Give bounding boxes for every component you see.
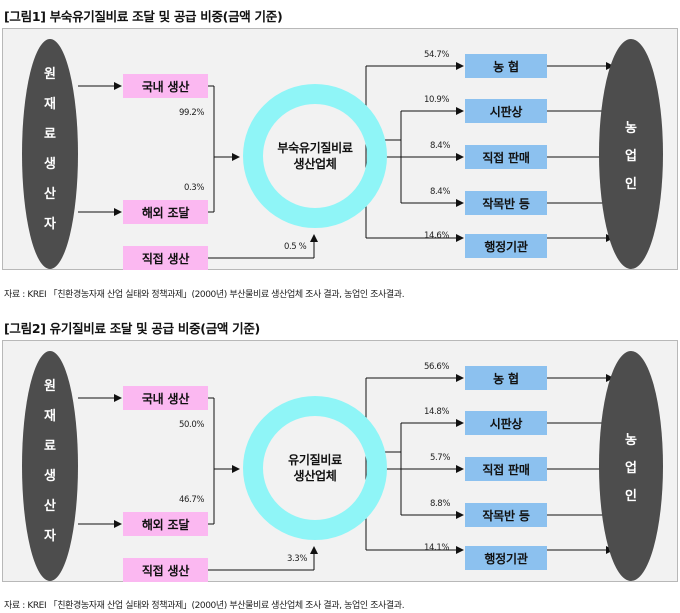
domestic-production-box: 국내 생산 — [123, 386, 208, 410]
output-pct-nonghyup: 54.7% — [424, 50, 450, 60]
figure-1-connectors — [22, 39, 663, 269]
output-pct-nonghyup: 56.6% — [424, 362, 450, 372]
figure-2-source-note: 자료 : KREI 「친환경농자재 산업 실태와 정책과제」(2000년) 부산… — [4, 601, 405, 611]
farmer-ellipse — [599, 351, 663, 581]
output-box-government: 행정기관 — [465, 234, 547, 258]
producer-label: 원 재 료 생 산 자 — [44, 67, 56, 232]
direct-pct: 0.5 % — [284, 242, 307, 252]
output-box-nonghyup: 농 협 — [465, 54, 547, 78]
overseas-procurement-box: 해외 조달 — [123, 512, 208, 536]
output-box-government: 행정기관 — [465, 546, 547, 570]
overseas-pct: 0.3% — [184, 183, 204, 193]
overseas-pct: 46.7% — [179, 495, 205, 505]
output-box-direct-sales: 직접 판매 — [465, 457, 547, 481]
manufacturer-label: 유기질비료 생산업체 — [288, 453, 342, 483]
overseas-procurement-box: 해외 조달 — [123, 200, 208, 224]
output-box-crop-group: 작목반 등 — [465, 503, 547, 527]
manufacturer-ring — [243, 396, 387, 540]
figure-2-diagram: 원 재 료 생 산 자 농 업 인 국내 생산 해외 조달 직접 생산 50.0… — [2, 340, 678, 582]
direct-production-box: 직접 생산 — [123, 558, 208, 582]
producer-label: 원 재 료 생 산 자 — [44, 379, 56, 544]
manufacturer-ring — [243, 84, 387, 228]
output-pct-government: 14.6% — [424, 231, 450, 241]
output-box-nonghyup: 농 협 — [465, 366, 547, 390]
producer-ellipse — [22, 39, 78, 269]
output-box-crop-group: 작목반 등 — [465, 191, 547, 215]
farmer-label: 농 업 인 — [625, 121, 637, 192]
output-pct-crop-group: 8.8% — [430, 499, 450, 509]
figure-2-title: [그림2] 유기질비료 조달 및 공급 비중(금액 기준) — [4, 321, 260, 336]
output-pct-crop-group: 8.4% — [430, 187, 450, 197]
output-pct-retailer: 10.9% — [424, 95, 450, 105]
output-pct-direct-sales: 5.7% — [430, 453, 450, 463]
producer-ellipse — [22, 351, 78, 581]
output-box-retailer: 시판상 — [465, 411, 547, 435]
output-pct-direct-sales: 8.4% — [430, 141, 450, 151]
figure-1-diagram: 원 재 료 생 산 자 농 업 인 국내 생산 해외 조달 직접 생산 99.2… — [2, 28, 678, 270]
figure-1-title: [그림1] 부숙유기질비료 조달 및 공급 비중(금액 기준) — [4, 9, 283, 24]
figure-2-connectors — [22, 351, 663, 581]
figure-1-source-note: 자료 : KREI 「친환경농자재 산업 실태와 정책과제」(2000년) 부산… — [4, 290, 405, 300]
domestic-pct: 50.0% — [179, 420, 205, 430]
output-box-direct-sales: 직접 판매 — [465, 145, 547, 169]
direct-pct: 3.3% — [287, 554, 307, 564]
farmer-label: 농 업 인 — [625, 433, 637, 504]
output-pct-government: 14.1% — [424, 543, 450, 553]
domestic-pct: 99.2% — [179, 108, 205, 118]
domestic-production-box: 국내 생산 — [123, 74, 208, 98]
output-pct-retailer: 14.8% — [424, 407, 450, 417]
manufacturer-label: 부숙유기질비료 생산업체 — [277, 141, 353, 171]
direct-production-box: 직접 생산 — [123, 246, 208, 270]
farmer-ellipse — [599, 39, 663, 269]
output-box-retailer: 시판상 — [465, 99, 547, 123]
